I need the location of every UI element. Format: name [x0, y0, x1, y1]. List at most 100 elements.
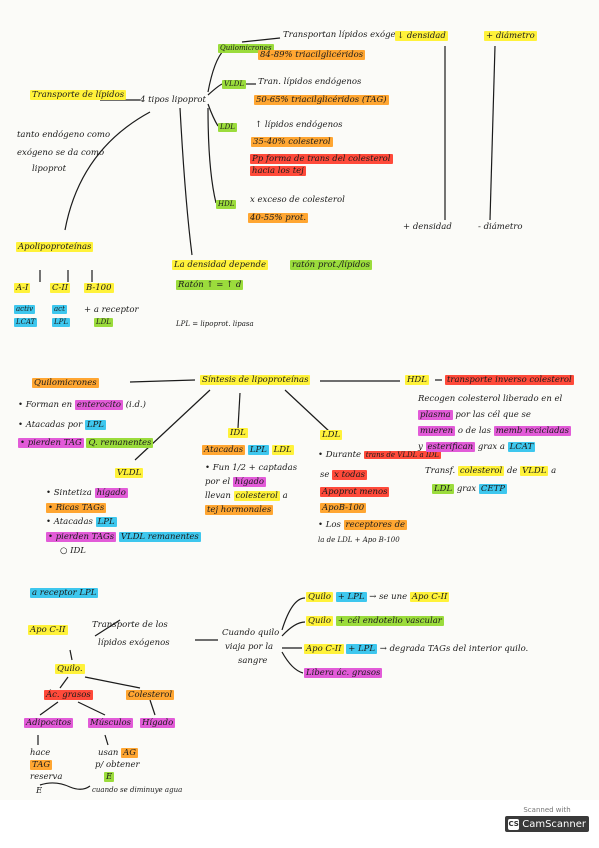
scanned-with-label: Scanned with: [523, 806, 571, 814]
s2-l3: Apoprot menos: [320, 487, 390, 497]
s2-v1-text: • Sintetiza: [46, 488, 92, 498]
s3-r2-quilo: Quilo: [306, 616, 333, 626]
s2-l4: ApoB-100: [320, 503, 367, 513]
s2-h6-colesterol: colesterol: [457, 466, 505, 476]
s2-v1: • Sintetiza hígado: [46, 488, 128, 498]
vldl-pct: 50-65% triacilglicéridos (TAG): [254, 95, 389, 105]
s2-l5: • Los receptores de: [318, 520, 408, 530]
lpl-nota: LPL = lipoprot. lipasa: [176, 320, 254, 328]
densidad-menos: ↓ densidad: [395, 31, 448, 41]
s3-r1: Quilo + LPL → se une Apo C-II: [306, 592, 450, 602]
s2-h5-grax: grax a: [477, 442, 505, 452]
apo-c2: C-II: [50, 283, 71, 293]
s2-q2: • Atacadas por LPL: [18, 420, 106, 430]
ldl-endogenos: ↑ lípidos endógenos: [255, 120, 343, 130]
s3-trans-2: lípidos exógenos: [98, 638, 170, 648]
s2-l2-todas: x todas: [332, 470, 368, 480]
s3-obtener: p/ obtener: [95, 760, 140, 770]
camscanner-logo: CS CamScanner: [505, 816, 589, 832]
s2-h3-plasma: plasma: [418, 410, 453, 420]
s2-i1-atacadas: Atacadas: [202, 445, 246, 455]
camscanner-badge: Scanned with CS CamScanner: [505, 806, 589, 832]
s2-h7-cetp: CETP: [478, 484, 507, 494]
s2-v3: • Atacadas LPL: [46, 517, 117, 527]
s2-hdl-transporte: transporte inverso colesterol: [445, 375, 574, 385]
s2-v2: • Ricas TAGs: [46, 503, 107, 513]
s2-l1-trans: trans de VLDL a IDL: [363, 451, 441, 459]
s3-r3-lpl: + LPL: [346, 644, 378, 654]
s2-h2-liberado: liberado en el: [503, 394, 563, 404]
s2-v5: ○ IDL: [60, 546, 86, 556]
s2-i1: Atacadas LPL LDL: [202, 445, 294, 455]
s2-i3-text: por el: [205, 477, 231, 487]
s3-e: E: [36, 786, 43, 796]
s2-i4-text: llevan: [205, 491, 231, 501]
s2-h5-lcat: LCAT: [507, 442, 536, 452]
s2-l5-text: • Los: [318, 520, 341, 530]
s3-r1-une: → se une: [369, 592, 408, 602]
s2-h7: LDL grax CETP: [432, 484, 507, 494]
hdl-exceso: x exceso de colesterol: [250, 195, 345, 205]
s2-h4: mueren o de las memb recicladas: [418, 426, 571, 436]
s2-q3-remanentes: Q. remanentes: [86, 438, 154, 448]
s3-receptor-lpl: a receptor LPL: [30, 588, 99, 598]
s2-q1-id: (i.d.): [125, 400, 146, 410]
s3-higado: Hígado: [140, 718, 176, 728]
s2-l1: • Durante trans de VLDL a IDL: [318, 450, 441, 460]
apo-b100: B-100: [84, 283, 114, 293]
s2-q3: • pierden TAG Q. remanentes: [18, 438, 154, 448]
s2-l5-receptores: receptores de: [343, 520, 408, 530]
transporte-lipidos-box: Transporte de lípidos: [30, 90, 127, 100]
s3-colesterol: Colesterol: [126, 690, 175, 700]
s2-h2: Recogen colesterol liberado en el: [418, 394, 562, 404]
s2-h4-mueren: mueren: [418, 426, 456, 436]
s3-trans-1: Transporte de los: [92, 620, 168, 630]
s3-apo-c2: Apo C-II: [28, 625, 68, 635]
quilomicrones-label: Quilomicrones: [218, 44, 274, 53]
s2-h6-vldl: VLDL: [520, 466, 549, 476]
s3-r1-lpl: + LPL: [335, 592, 367, 602]
s2-q3-pierden: • pierden TAG: [18, 438, 84, 448]
densidad-depende: La densidad depende: [172, 260, 268, 270]
s2-l1-text: • Durante: [318, 450, 362, 460]
s3-usan: usan AG: [98, 748, 139, 758]
diametro-menos: - diámetro: [478, 222, 523, 232]
raton-densidad: Ratón ↑ = ↑ d: [176, 280, 244, 290]
s3-r3: Apo C-II + LPL → degrada TAGs del interi…: [304, 644, 528, 654]
s2-h6-transf: Transf.: [425, 466, 456, 476]
apo-a-lcat: LCAT: [14, 318, 38, 327]
apo-a-activ: activ: [14, 305, 36, 314]
s2-h6: Transf. colesterol de VLDL a: [425, 466, 556, 476]
s2-i1-lpl: LPL: [247, 445, 269, 455]
s2-v3-lpl: LPL: [95, 517, 117, 527]
vldl-label: VLDL: [222, 80, 246, 89]
apo-a1: A-I: [14, 283, 31, 293]
nota-3: lipoprot: [32, 164, 67, 174]
s2-l6: la de LDL + Apo B-100: [318, 536, 400, 544]
nota-1: tanto endógeno como: [17, 130, 111, 140]
s2-i5-tej: tej hormonales: [205, 505, 274, 515]
s3-reserva: reserva: [30, 772, 63, 782]
s2-h3: plasma por las cél que se: [418, 410, 531, 420]
ldl-forma: Pp forma de trans del colesterol: [250, 154, 393, 164]
s3-cuando-3: sangre: [238, 656, 268, 666]
apo-b-receptor: + a receptor: [84, 305, 139, 315]
s3-r4: Libera ác. grasos: [304, 668, 383, 678]
s3-r3-degrada: → degrada TAGs del interior quilo.: [379, 644, 529, 654]
s3-ac-grasos: Ác. grasos: [44, 690, 93, 700]
s2-h6-de: de: [506, 466, 518, 476]
s2-q1-text: • Forman en: [18, 400, 73, 410]
apo-b-ldl: LDL: [94, 318, 113, 327]
s2-q2-text: • Atacadas por: [18, 420, 83, 430]
s3-adipocitos: Adipocitos: [24, 718, 74, 728]
ldl-hacia: hacia los tej: [250, 166, 306, 176]
s2-v1-higado: hígado: [94, 488, 128, 498]
s2-v4-remanentes: VLDL remanentes: [118, 532, 201, 542]
s2-h3-text: por las cél que se: [455, 410, 531, 420]
s2-q2-lpl: LPL: [84, 420, 106, 430]
hdl-label: HDL: [216, 200, 237, 209]
quilo-pct: 84-89% triacilglicéridos: [258, 50, 366, 60]
s3-quilo: Quilo.: [55, 664, 85, 674]
s3-usan-text: usan: [98, 748, 119, 758]
apo-c-lpl: LPL: [52, 318, 71, 327]
